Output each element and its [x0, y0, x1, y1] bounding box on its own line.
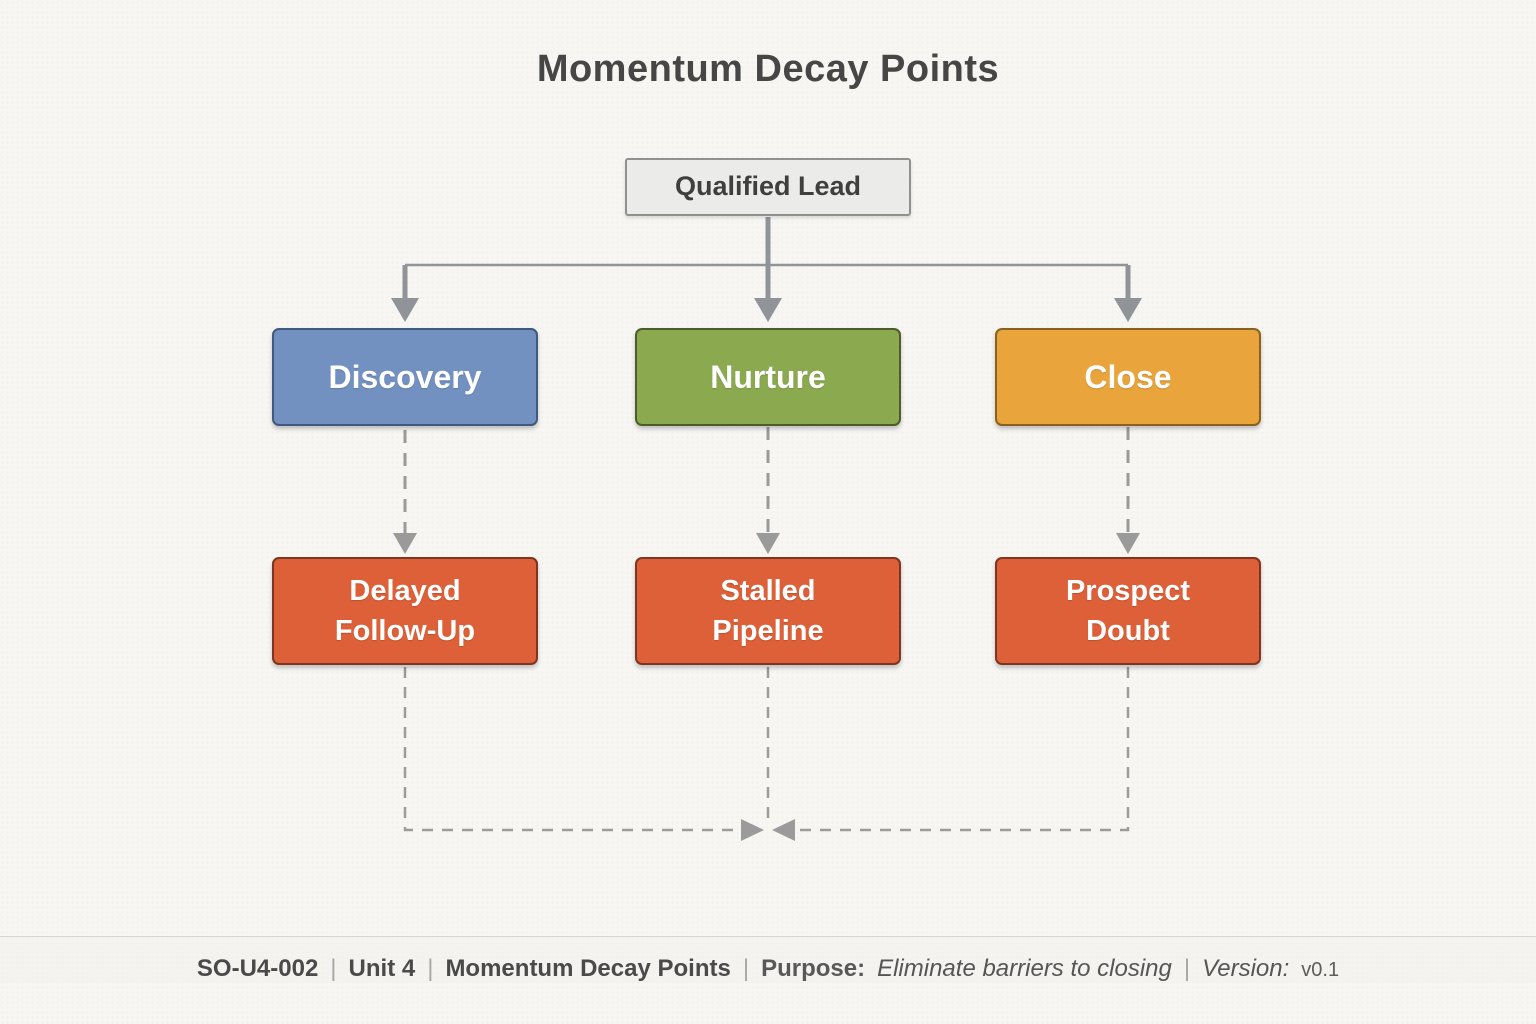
arrowhead-merge-left-icon [772, 819, 795, 841]
arrowhead-down-right-icon [1114, 298, 1142, 322]
solid-connectors [402, 217, 1131, 300]
node-stage-discovery: Discovery [272, 328, 538, 426]
arrowhead-dashed-left-icon [393, 533, 417, 554]
node-decay-stalled-pipeline: Stalled Pipeline [635, 557, 901, 665]
arrowhead-dashed-center-icon [756, 533, 780, 554]
dashed-stage-connectors [403, 427, 1130, 534]
arrowhead-down-center-icon [754, 298, 782, 322]
dashed-merge-connectors [403, 667, 1130, 832]
footer-doc-title: Momentum Decay Points [445, 955, 731, 982]
footer-unit: Unit 4 [348, 955, 416, 982]
node-qualified-lead: Qualified Lead [625, 158, 911, 216]
footer-purpose-value: Eliminate barriers to closing [877, 955, 1172, 982]
footer-version-value: v0.1 [1301, 959, 1340, 981]
footer-purpose-label: Purpose: [761, 955, 866, 982]
node-label: Stalled Pipeline [712, 574, 824, 647]
arrowhead-down-left-icon [391, 298, 419, 322]
node-label: Discovery [328, 358, 482, 395]
footer-separator: | [427, 955, 434, 982]
footer-version-label: Version: [1202, 955, 1290, 982]
solid-arrowheads [391, 298, 1142, 322]
node-decay-delayed-follow-up: Delayed Follow-Up [272, 557, 538, 665]
merge-path-left [403, 667, 740, 832]
node-label: Prospect Doubt [1065, 574, 1191, 647]
footer-separator: | [330, 955, 337, 982]
footer-separator: | [742, 955, 750, 982]
footer-line: SO-U4-002 | Unit 4 | Momentum Decay Poin… [0, 937, 1536, 983]
node-stage-nurture: Nurture [635, 328, 901, 426]
node-label: Close [1084, 358, 1172, 395]
arrowhead-merge-right-icon [741, 819, 764, 841]
diagram-title: Momentum Decay Points [536, 48, 1000, 90]
merge-path-right [796, 667, 1130, 832]
node-label: Delayed Follow-Up [334, 574, 476, 647]
dashed-arrowheads [393, 533, 1140, 554]
node-decay-prospect-doubt: Prospect Doubt [995, 557, 1261, 665]
node-stage-close: Close [995, 328, 1261, 426]
footer-separator: | [1183, 955, 1191, 982]
footer-bar: SO-U4-002 | Unit 4 | Momentum Decay Poin… [0, 936, 1536, 983]
node-label: Qualified Lead [674, 171, 862, 202]
arrowhead-dashed-right-icon [1116, 533, 1140, 554]
merge-arrowheads [741, 819, 795, 841]
footer-doc-id: SO-U4-002 [196, 955, 319, 982]
node-label: Nurture [710, 358, 826, 395]
